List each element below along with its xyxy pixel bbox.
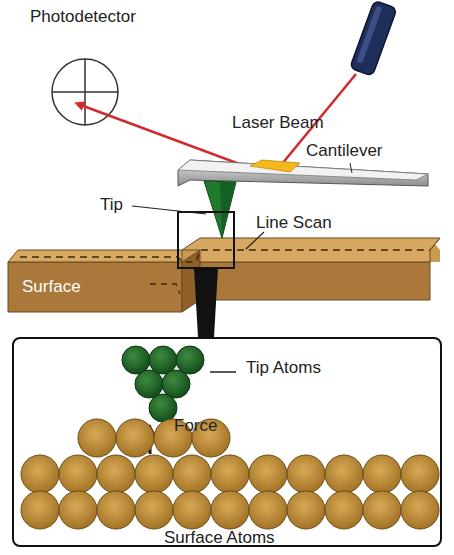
- part-label: Photodetector: [30, 8, 136, 27]
- part-label: Tip Atoms: [246, 359, 321, 378]
- force-label: Force: [174, 417, 217, 436]
- zoom-link: [194, 268, 218, 337]
- part-label: Tip: [100, 196, 123, 215]
- part-label: Line Scan: [256, 214, 332, 233]
- surface-atoms: [21, 419, 439, 529]
- laser-beam: [78, 74, 356, 176]
- zoom-box: [178, 212, 234, 268]
- cantilever-leader: [350, 163, 352, 173]
- line-scan-path: [20, 250, 430, 262]
- line-scan-leader: [246, 232, 264, 249]
- tip: [204, 181, 236, 238]
- sample-surface: [8, 238, 440, 312]
- tip-atoms: [122, 346, 204, 422]
- tip-atoms-dash: [210, 371, 236, 373]
- part-label: Surface: [22, 278, 81, 297]
- zoom-inset: Tip AtomsForceSurface Atoms: [12, 337, 442, 547]
- laser-source: [350, 0, 397, 76]
- tip-leader: [132, 206, 206, 214]
- part-label: Surface Atoms: [164, 529, 275, 548]
- part-label: Cantilever: [306, 142, 383, 161]
- part-label: Laser Beam: [232, 114, 324, 133]
